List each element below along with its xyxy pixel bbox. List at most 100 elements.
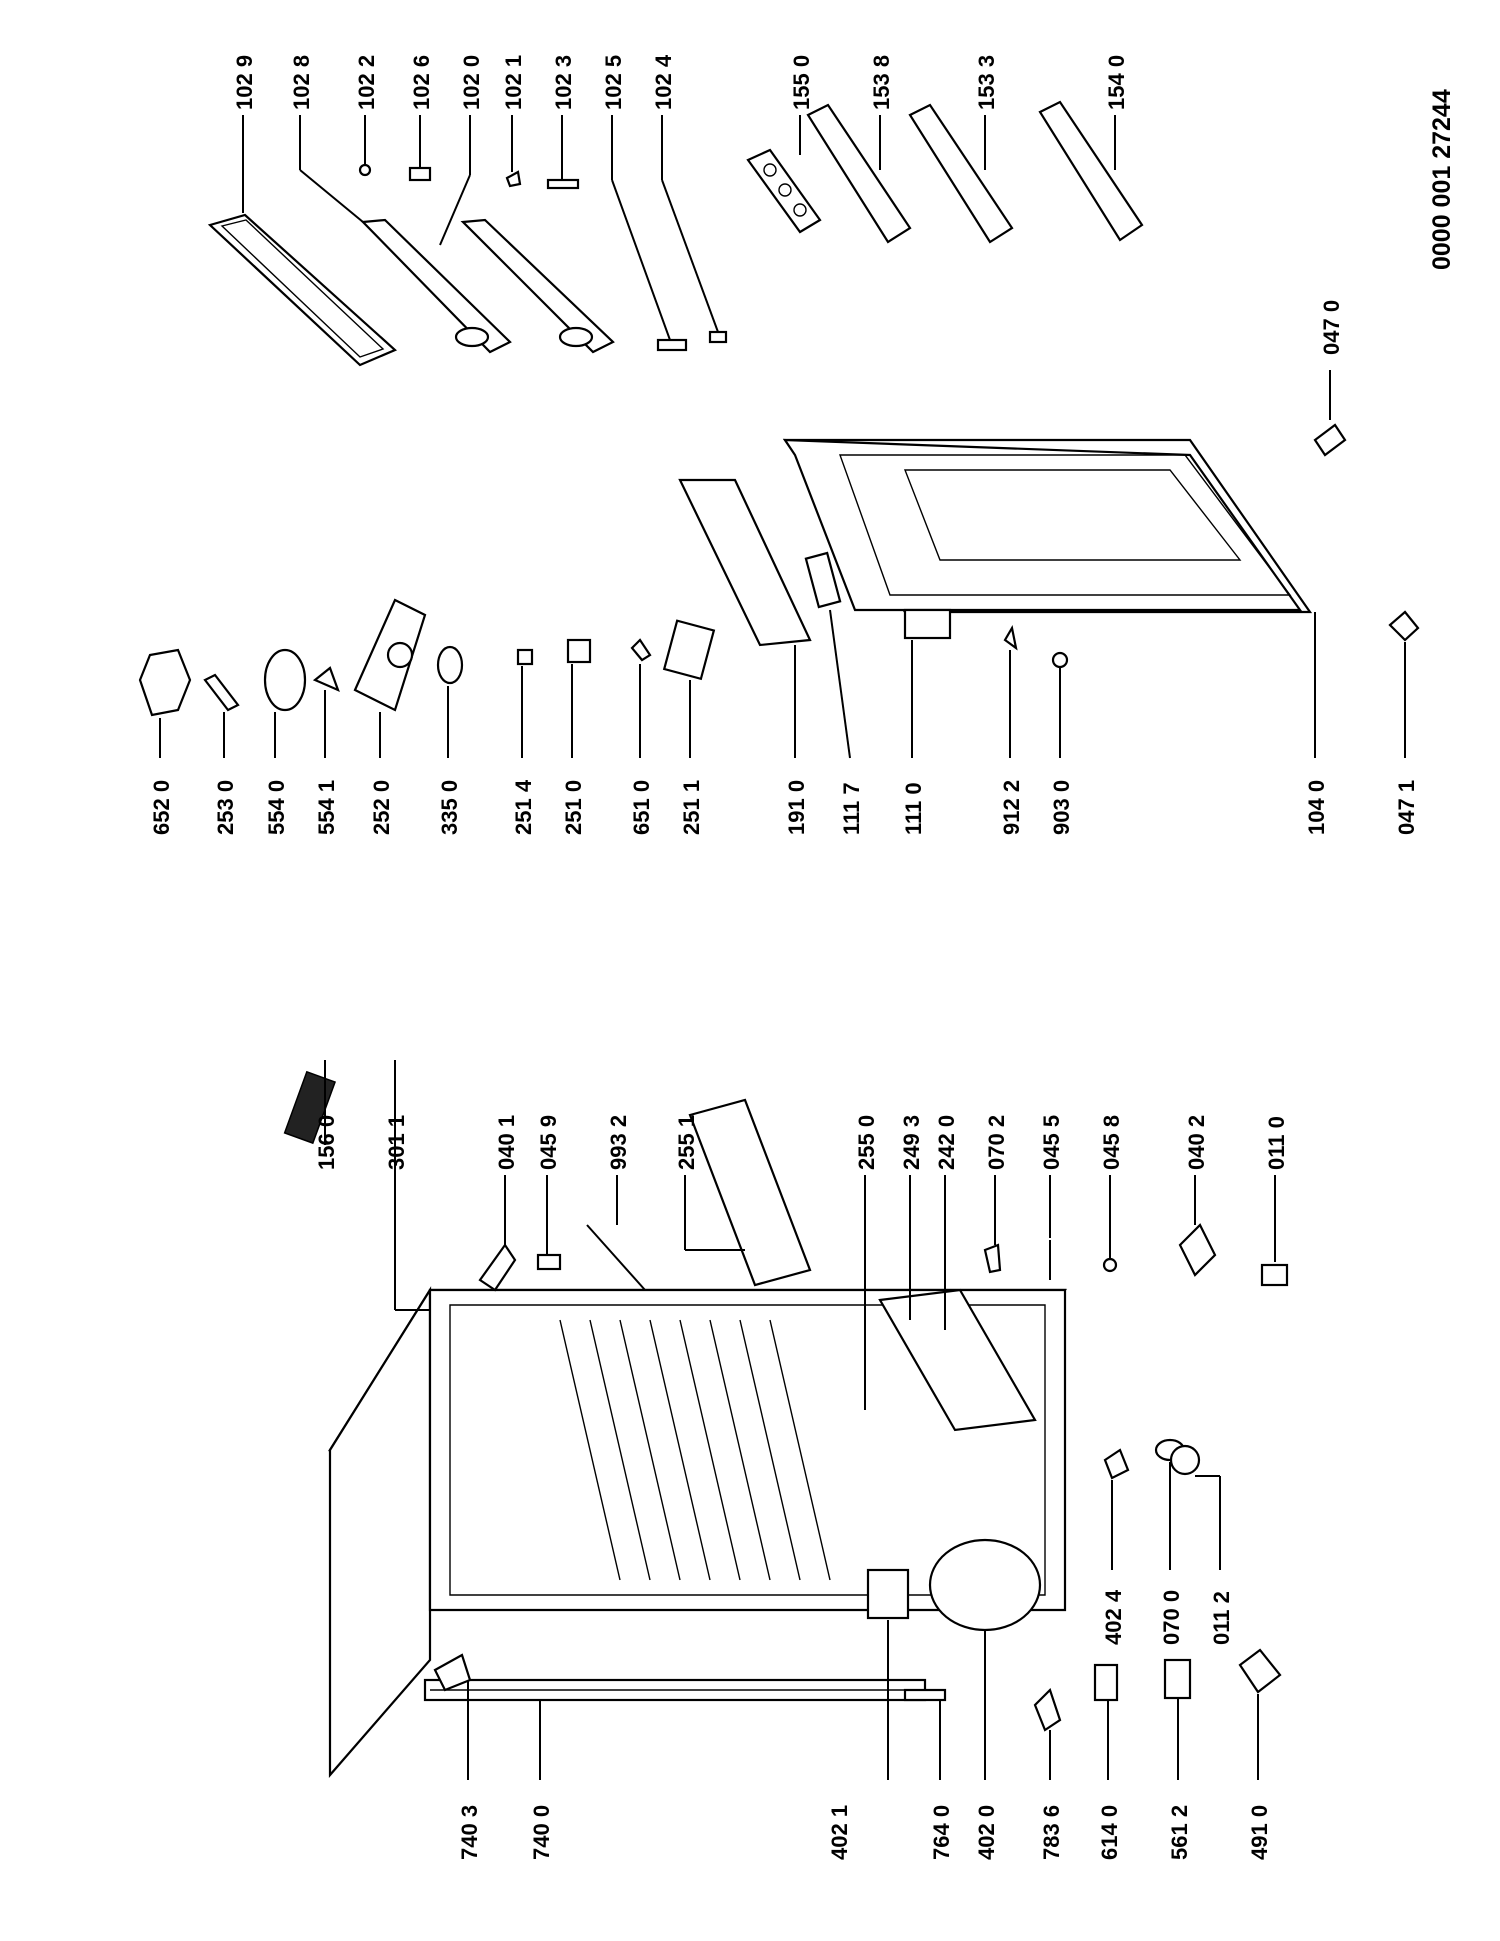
label-783-6: 783 6 xyxy=(1039,1805,1064,1860)
label-047-1: 047 1 xyxy=(1394,780,1419,835)
part-9030 xyxy=(1051,651,1069,669)
part-6510 xyxy=(630,638,652,662)
label-764-0: 764 0 xyxy=(929,1805,954,1860)
label-554-0: 554 0 xyxy=(264,780,289,835)
label-491-0: 491 0 xyxy=(1247,1805,1272,1860)
part-7836 xyxy=(1033,1687,1062,1732)
part-group-controls xyxy=(138,598,716,758)
relay-4021 xyxy=(866,1568,910,1620)
part-7403 xyxy=(433,1653,472,1692)
label-335-0: 335 0 xyxy=(437,780,462,835)
label-255-0: 255 0 xyxy=(854,1115,879,1170)
gasket-1910 xyxy=(678,478,812,647)
label-255-1: 255 1 xyxy=(674,1115,699,1170)
label-102-0: 102 0 xyxy=(459,55,484,110)
label-155-0: 155 0 xyxy=(789,55,814,110)
part-4910 xyxy=(1238,1648,1282,1694)
label-740-3: 740 3 xyxy=(457,1805,482,1860)
shelf-plate-lower xyxy=(460,218,615,354)
tube-7640 xyxy=(903,1688,947,1702)
label-011-2: 011 2 xyxy=(1209,1591,1234,1645)
part-labels: 102 9 102 8 102 2 102 6 102 0 102 1 102 … xyxy=(149,54,1419,1860)
label-614-0: 614 0 xyxy=(1097,1805,1122,1860)
part-5541 xyxy=(312,666,340,693)
label-554-1: 554 1 xyxy=(314,780,339,835)
door-panel xyxy=(782,438,1303,612)
part-1022 xyxy=(358,163,372,177)
label-251-4: 251 4 xyxy=(511,779,536,835)
label-154-0: 154 0 xyxy=(1104,55,1129,110)
label-191-0: 191 0 xyxy=(784,780,809,835)
cabinet-side xyxy=(328,1286,432,1778)
part-1023 xyxy=(546,178,580,190)
label-242-0: 242 0 xyxy=(934,1115,959,1170)
label-102-8: 102 8 xyxy=(289,55,314,110)
part-9932 xyxy=(586,1224,646,1291)
label-102-1: 102 1 xyxy=(501,55,526,110)
label-153-3: 153 3 xyxy=(974,55,999,110)
label-070-0: 070 0 xyxy=(1159,1590,1184,1645)
label-045-5: 045 5 xyxy=(1039,1115,1064,1170)
part-1024 xyxy=(708,330,728,344)
label-040-2: 040 2 xyxy=(1184,1115,1209,1170)
glass-shelf-2551 xyxy=(688,1098,812,1287)
part-3350 xyxy=(436,645,464,685)
label-251-0: 251 0 xyxy=(561,780,586,835)
part-group-left xyxy=(283,1060,1289,1780)
label-251-1: 251 1 xyxy=(679,780,704,835)
cabinet-body xyxy=(328,1286,1067,1778)
label-102-6: 102 6 xyxy=(409,55,434,110)
label-102-9: 102 9 xyxy=(232,55,257,110)
part-9122 xyxy=(1003,624,1018,651)
label-993-2: 993 2 xyxy=(606,1115,631,1170)
part-2514 xyxy=(516,648,534,666)
door-bin-1540 xyxy=(1038,100,1144,242)
label-102-4: 102 4 xyxy=(651,54,676,110)
label-111-7: 111 7 xyxy=(839,782,864,835)
cabinet-front xyxy=(428,1288,1067,1612)
label-102-3: 102 3 xyxy=(551,55,576,110)
label-111-0: 111 0 xyxy=(901,782,926,835)
part-2530 xyxy=(203,673,240,712)
handle-1117 xyxy=(804,551,842,609)
label-045-9: 045 9 xyxy=(536,1115,561,1170)
shelf-frame-1029 xyxy=(207,213,398,367)
label-402-4: 402 4 xyxy=(1101,1589,1126,1645)
label-104-0: 104 0 xyxy=(1304,780,1329,835)
part-group-door-bins xyxy=(746,100,1144,244)
hinge-0402 xyxy=(1178,1223,1217,1277)
shelf-plate-1020 xyxy=(360,218,512,354)
document-number: 0000 001 27244 xyxy=(1428,89,1456,270)
part-0110 xyxy=(1260,1263,1289,1287)
compressor-4020 xyxy=(928,1538,1042,1632)
label-047-0: 047 0 xyxy=(1319,300,1344,355)
part-1025 xyxy=(656,338,688,352)
part-6140 xyxy=(1093,1663,1119,1702)
label-102-5: 102 5 xyxy=(601,55,626,110)
crisper-2420 xyxy=(878,1288,1037,1432)
part-0702 xyxy=(983,1243,1002,1274)
part-1021 xyxy=(505,170,522,188)
label-153-8: 153 8 xyxy=(869,55,894,110)
label-011-0: 011 0 xyxy=(1264,1116,1289,1170)
part-0112 xyxy=(1169,1444,1201,1476)
part-5540 xyxy=(263,648,307,712)
label-903-0: 903 0 xyxy=(1049,780,1074,835)
part-1110 xyxy=(903,608,952,640)
label-252-0: 252 0 xyxy=(369,780,394,835)
label-253-0: 253 0 xyxy=(213,780,238,835)
part-group-shelves xyxy=(207,115,728,367)
label-561-2: 561 2 xyxy=(1167,1805,1192,1860)
part-0401 xyxy=(478,1243,517,1292)
part-0471 xyxy=(1388,610,1420,642)
egg-tray-1550 xyxy=(746,148,822,234)
screw-0458 xyxy=(1102,1257,1118,1273)
part-1026 xyxy=(408,166,432,182)
label-249-3: 249 3 xyxy=(899,1115,924,1170)
label-740-0: 740 0 xyxy=(529,1805,554,1860)
part-0470 xyxy=(1313,423,1347,457)
part-5612 xyxy=(1163,1658,1192,1700)
label-045-8: 045 8 xyxy=(1099,1115,1124,1170)
ice-tray-1560 xyxy=(283,1070,337,1145)
part-0459 xyxy=(536,1253,562,1271)
